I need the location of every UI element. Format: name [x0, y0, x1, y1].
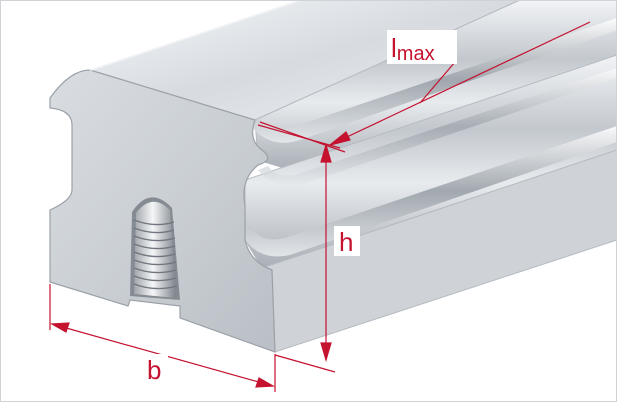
lmax-label: lmax	[391, 33, 435, 65]
h-arrowhead-top	[320, 142, 332, 163]
b-label-box	[142, 354, 168, 384]
lmax-arrowhead	[329, 131, 351, 146]
lmax-label-subscript: max	[397, 43, 435, 65]
rail-edge-highlight	[89, 0, 301, 71]
b-arrowhead-right	[255, 377, 276, 388]
h-label-box	[334, 226, 360, 256]
lmax-dimension-line	[329, 21, 591, 146]
raceway-groove-upper	[250, 18, 617, 143]
lmax-label-main: l	[391, 33, 397, 63]
h-arrowhead-bottom	[320, 342, 332, 363]
h-label: h	[339, 227, 353, 257]
b-label: b	[147, 355, 161, 385]
lmax-label-box	[387, 30, 457, 64]
threaded-hole	[130, 197, 180, 300]
dimension-lines	[49, 21, 591, 392]
h-extension-bottom	[274, 354, 336, 373]
b-arrowhead-left	[49, 322, 70, 333]
raceway-groove-lower	[242, 126, 617, 257]
lmax-leader	[419, 61, 456, 104]
